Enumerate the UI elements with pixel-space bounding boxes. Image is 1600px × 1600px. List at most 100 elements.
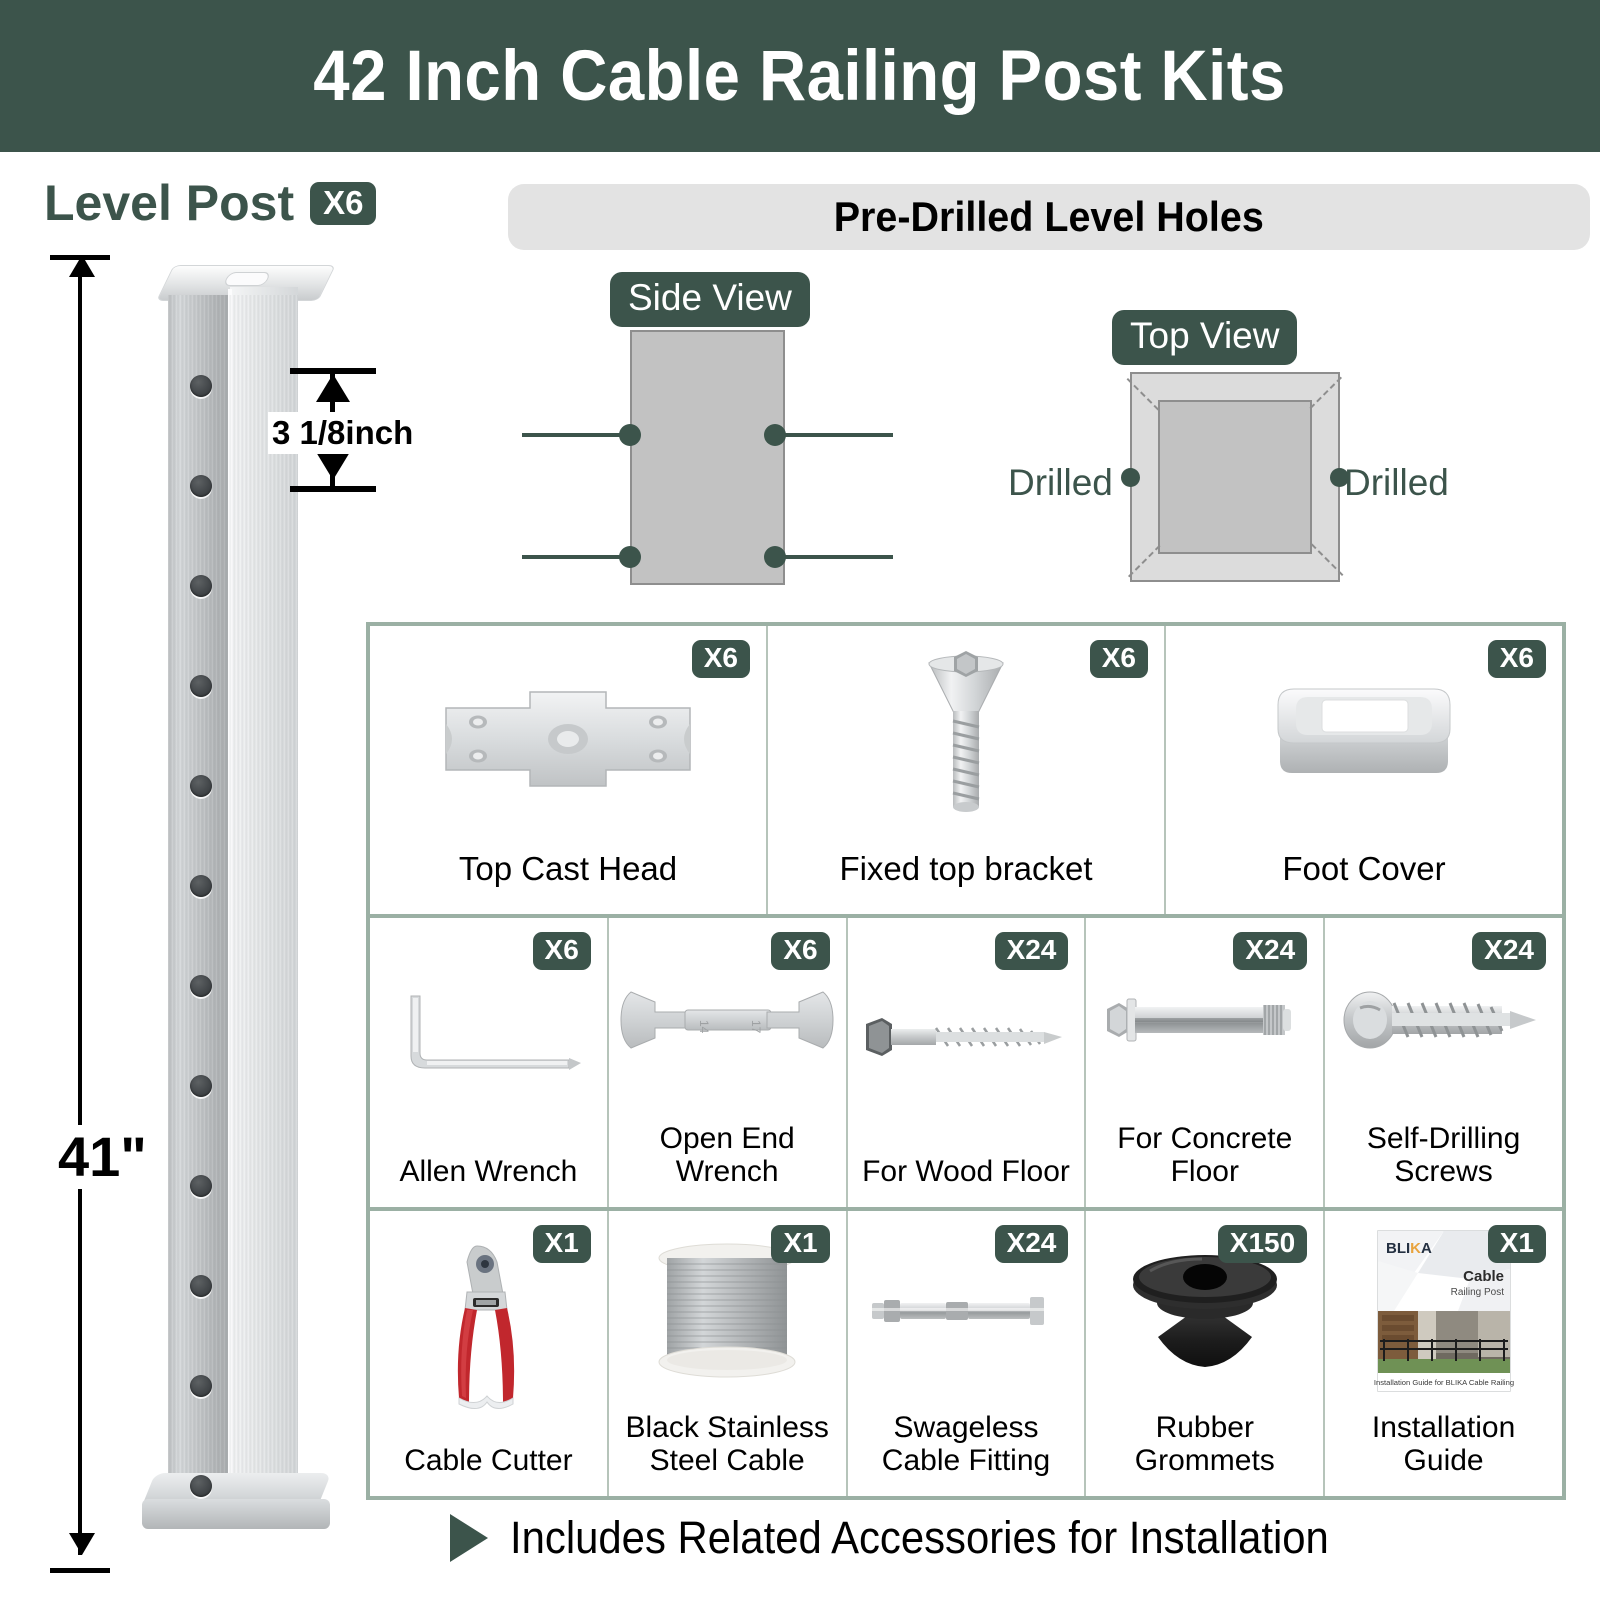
level-post-label: Level Post xyxy=(44,175,295,231)
top-view-inner-square xyxy=(1158,400,1312,554)
accessories-row: X6 xyxy=(370,626,1562,914)
qty-badge: X6 xyxy=(532,932,591,970)
side-view-diagram xyxy=(522,330,893,590)
accessory-label: Top Cast Head xyxy=(458,850,678,888)
accessory-cell-concrete-anchor[interactable]: X24 xyxy=(1084,918,1323,1207)
cable-spool-icon xyxy=(609,1211,846,1411)
qty-badge: X24 xyxy=(1472,932,1546,970)
hole-spacing-label: 3 1/8inch xyxy=(268,412,418,454)
allen-wrench-icon xyxy=(370,918,607,1155)
accessory-cell-rubber-grommets[interactable]: X150 Rubber Grommets xyxy=(1084,1211,1323,1496)
accessory-label: Installation Guide xyxy=(1371,1410,1516,1478)
page-header: 42 Inch Cable Railing Post Kits xyxy=(0,0,1600,152)
qty-badge: X150 xyxy=(1217,1225,1308,1263)
qty-badge: X6 xyxy=(771,932,830,970)
side-view-hole-dot xyxy=(764,546,786,568)
swageless-fitting-icon xyxy=(848,1211,1085,1411)
concrete-anchor-icon xyxy=(1086,918,1323,1122)
accessory-label: Fixed top bracket xyxy=(839,850,1093,888)
footer-text: Includes Related Accessories for Install… xyxy=(510,1512,1329,1563)
accessory-label: For Concrete Floor xyxy=(1117,1121,1293,1189)
booklet-title: Cable xyxy=(1463,1268,1504,1285)
self-drilling-screw-icon xyxy=(1325,918,1562,1122)
qty-badge: X24 xyxy=(1233,932,1308,970)
side-view-leader-left-lower xyxy=(522,555,640,559)
accessory-cell-self-drilling-screw[interactable]: X24 xyxy=(1323,918,1562,1207)
accessory-cell-installation-guide[interactable]: X1 BLIKA Cable Railing Post xyxy=(1323,1211,1562,1496)
spacing-arrow-up-icon xyxy=(316,374,350,402)
top-view-diagram xyxy=(1121,372,1349,582)
flat-head-bolt-icon xyxy=(768,626,1164,851)
accessory-cell-steel-cable[interactable]: X1 xyxy=(606,1211,846,1496)
qty-badge: X6 xyxy=(691,640,750,678)
top-cast-head-icon xyxy=(370,626,766,851)
height-arrow-down-icon xyxy=(69,1533,95,1555)
accessory-cell-cable-cutter[interactable]: X1 Cable Cutter xyxy=(370,1211,607,1496)
post-height-label: 41" xyxy=(52,1125,153,1189)
side-view-leader-left-upper xyxy=(522,433,640,437)
open-end-wrench-icon: 14 17 xyxy=(609,918,846,1122)
rubber-grommet-icon xyxy=(1086,1211,1323,1411)
post-brushed-grain xyxy=(168,295,298,1487)
top-view-hole-dot-left xyxy=(1121,468,1140,487)
hole-spacing-dimension: 3 1/8inch xyxy=(268,368,418,498)
accessory-label: Allen Wrench xyxy=(399,1155,578,1189)
accessory-cell-top-cast-head[interactable]: X6 xyxy=(370,626,766,914)
triangle-bullet-icon xyxy=(450,1514,488,1562)
qty-badge: X24 xyxy=(994,1225,1069,1263)
page-title: 42 Inch Cable Railing Post Kits xyxy=(313,36,1287,116)
side-view-hole-dot xyxy=(764,424,786,446)
booklet-caption: Installation Guide for BLIKA Cable Raili… xyxy=(1374,1378,1514,1387)
booklet-icon: BLIKA Cable Railing Post xyxy=(1325,1211,1562,1411)
level-post-qty-badge: X6 xyxy=(310,181,377,225)
accessories-row: X1 Cable Cutter xyxy=(370,1207,1562,1496)
accessory-cell-swageless-fitting[interactable]: X24 S xyxy=(845,1211,1085,1496)
accessory-cell-foot-cover[interactable]: X6 Foot Cover xyxy=(1164,626,1562,914)
foot-cover-icon xyxy=(1166,626,1562,851)
side-view-leader-right-upper xyxy=(775,433,893,437)
top-view-badge: Top View xyxy=(1112,310,1298,365)
qty-badge: X1 xyxy=(532,1225,591,1263)
qty-badge: X1 xyxy=(1487,1225,1546,1263)
spacing-arrow-down-icon xyxy=(316,452,350,480)
booklet-subtitle: Railing Post xyxy=(1450,1287,1504,1298)
drilled-label-right: Drilled xyxy=(1344,462,1449,503)
post-body xyxy=(130,265,336,1565)
post-base-plate xyxy=(138,1473,334,1537)
spacing-cap-bottom xyxy=(290,486,376,492)
accessory-label: Open End Wrench xyxy=(659,1121,795,1189)
drilled-label-left: Drilled xyxy=(1008,462,1113,503)
post-drilled-hole xyxy=(190,1275,212,1297)
accessory-label: Black Stainless Steel Cable xyxy=(625,1410,829,1478)
accessories-grid: X6 xyxy=(366,622,1566,1500)
post-drilled-hole xyxy=(190,1375,212,1397)
accessory-cell-allen-wrench[interactable]: X6 Allen Wrench xyxy=(370,918,607,1207)
base-plate-front xyxy=(142,1499,330,1529)
accessory-label: Cable Cutter xyxy=(404,1444,573,1478)
post-drilled-hole xyxy=(190,975,212,997)
qty-badge: X24 xyxy=(994,932,1069,970)
accessory-label: Rubber Grommets xyxy=(1134,1410,1275,1478)
side-view-hole-dot xyxy=(619,546,641,568)
post-drilled-hole xyxy=(190,375,212,397)
side-view-post-section xyxy=(630,330,785,585)
cable-cutter-icon xyxy=(370,1211,607,1444)
svg-text:14: 14 xyxy=(697,1020,711,1034)
booklet-brand: BLIKA xyxy=(1386,1240,1432,1257)
accessory-label: Foot Cover xyxy=(1282,850,1446,888)
predrilled-title-bar: Pre-Drilled Level Holes xyxy=(508,184,1590,250)
accessory-cell-open-end-wrench[interactable]: X6 14 17 Open End Wrench xyxy=(606,918,846,1207)
post-drilled-hole xyxy=(190,1175,212,1197)
accessory-cell-wood-screw[interactable]: X24 xyxy=(845,918,1085,1207)
post-drilled-hole xyxy=(190,775,212,797)
accessories-row: X6 Allen Wrench X6 xyxy=(370,914,1562,1207)
qty-badge: X6 xyxy=(1089,640,1148,678)
post-drilled-hole xyxy=(190,575,212,597)
svg-text:17: 17 xyxy=(749,1020,763,1034)
height-dimension-line xyxy=(78,273,82,1555)
post-drilled-hole xyxy=(190,875,212,897)
footer-note: Includes Related Accessories for Install… xyxy=(450,1512,1390,1564)
accessory-label: For Wood Floor xyxy=(862,1155,1070,1189)
lag-screw-icon xyxy=(848,918,1085,1155)
accessory-cell-fixed-top-bracket[interactable]: X6 xyxy=(766,626,1164,914)
